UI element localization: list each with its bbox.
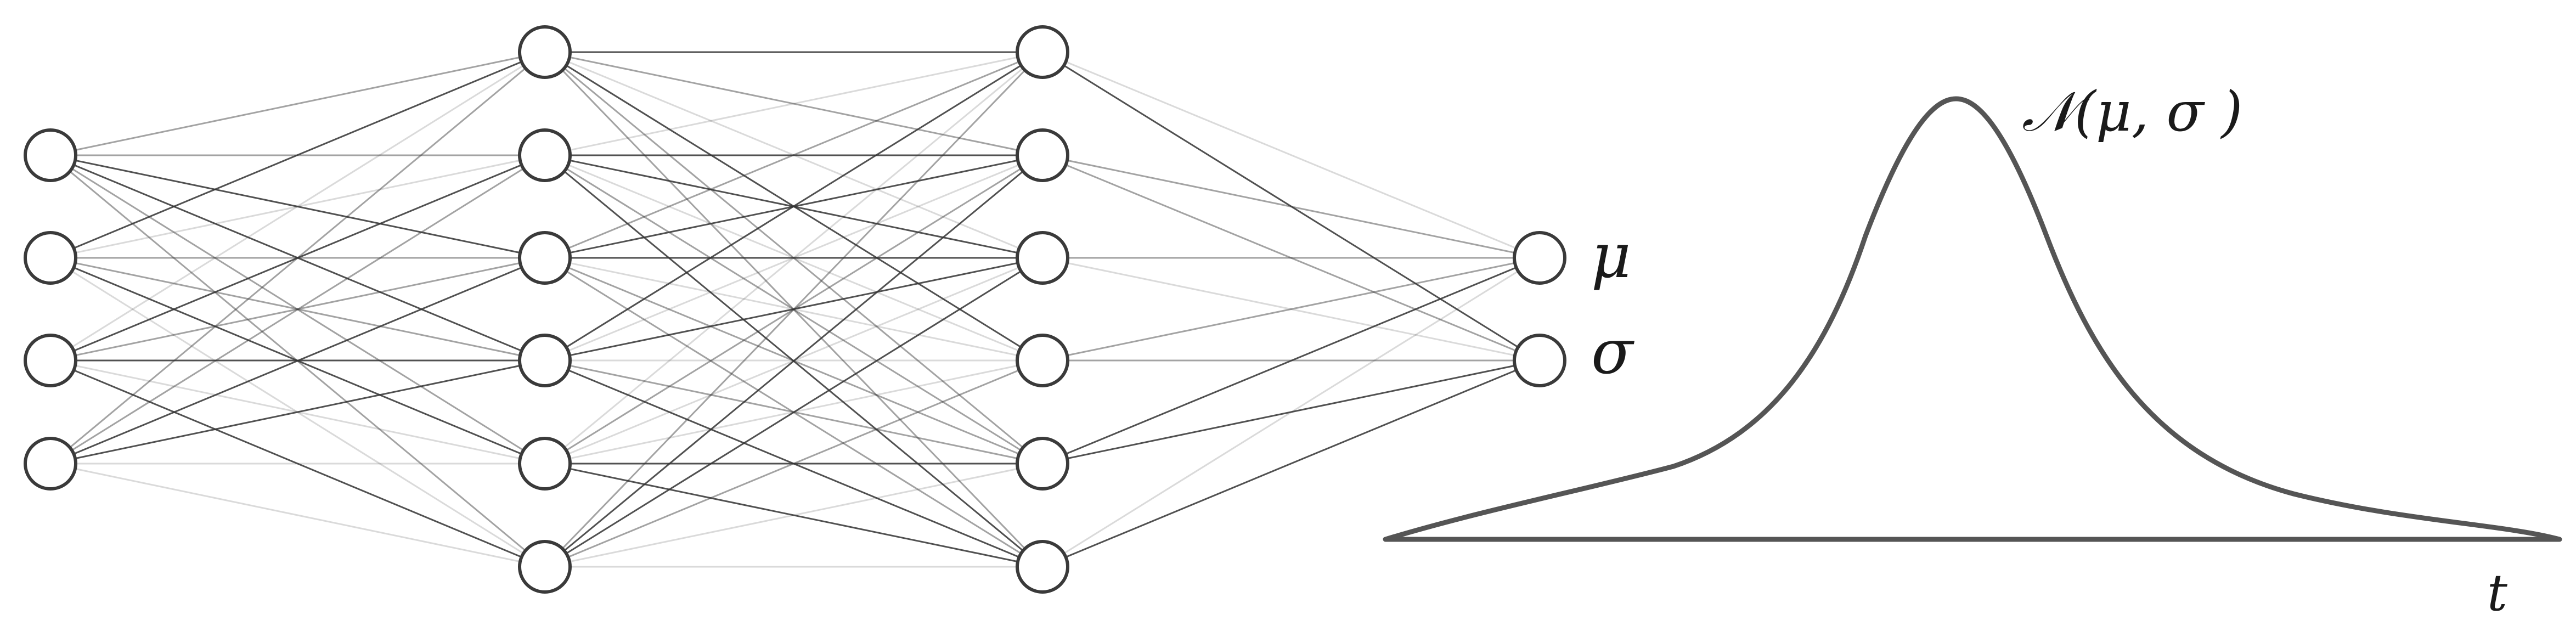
hidden-2-node-5 [1016, 540, 1069, 594]
connection-hidden-1-5-to-hidden-2-0 [544, 51, 1044, 568]
input-node-1 [24, 231, 77, 285]
connection-input-0-to-hidden-1-2 [50, 154, 545, 259]
connection-input-3-to-hidden-1-2 [50, 257, 545, 465]
hidden-2-node-3 [1016, 334, 1069, 387]
connection-hidden-2-2-to-output-1 [1042, 257, 1540, 362]
connection-input-0-to-hidden-1-0 [50, 51, 545, 156]
connection-hidden-1-4-to-hidden-2-0 [544, 51, 1043, 465]
output-node-0 [1513, 231, 1566, 285]
distribution-label: 𝒩(μ, σ ) [2022, 80, 2242, 144]
hidden-1-node-0 [518, 25, 572, 79]
connection-input-2-to-hidden-1-1 [50, 154, 545, 362]
hidden-2-node-1 [1016, 128, 1069, 182]
network-nodes [24, 25, 1566, 594]
gaussian-curve [1383, 96, 2562, 542]
connection-hidden-1-5-to-hidden-2-2 [544, 257, 1043, 568]
connection-input-3-to-hidden-1-0 [50, 51, 545, 465]
connection-hidden-2-0-to-output-0 [1042, 51, 1540, 259]
connection-hidden-2-1-to-output-1 [1042, 154, 1540, 362]
connection-hidden-2-1-to-output-0 [1042, 154, 1540, 259]
connection-hidden-2-4-to-output-0 [1042, 257, 1540, 465]
connection-input-3-to-hidden-1-1 [50, 154, 545, 465]
connection-hidden-2-4-to-output-1 [1042, 359, 1540, 465]
time-axis-label: t [2487, 563, 2508, 622]
output-label-sigma: σ [1591, 317, 1634, 388]
connection-input-3-to-hidden-1-5 [50, 463, 545, 568]
input-node-0 [24, 128, 77, 182]
connection-hidden-2-5-to-output-0 [1042, 257, 1540, 568]
connection-hidden-1-4-to-hidden-2-1 [544, 154, 1043, 465]
connection-input-2-to-hidden-1-5 [50, 359, 545, 568]
connection-input-2-to-hidden-1-2 [50, 257, 545, 362]
hidden-1-node-4 [518, 437, 572, 491]
input-node-2 [24, 334, 77, 387]
hidden-1-node-5 [518, 540, 572, 594]
input-node-3 [24, 437, 77, 491]
connection-hidden-1-3-to-hidden-2-2 [544, 257, 1043, 362]
connection-hidden-1-2-to-hidden-2-0 [544, 51, 1043, 259]
hidden-1-node-2 [518, 231, 572, 285]
connection-input-0-to-hidden-1-4 [50, 154, 545, 465]
connection-hidden-2-5-to-output-1 [1042, 359, 1540, 568]
connection-input-1-to-hidden-1-3 [50, 257, 545, 362]
connection-hidden-1-5-to-hidden-2-4 [544, 463, 1043, 568]
network-connections [50, 51, 1540, 568]
connection-hidden-2-3-to-output-0 [1042, 257, 1540, 362]
connection-hidden-1-0-to-hidden-2-1 [544, 51, 1043, 156]
hidden-1-node-3 [518, 334, 572, 387]
connection-input-3-to-hidden-1-3 [50, 359, 545, 465]
connection-hidden-1-5-to-hidden-2-3 [544, 359, 1043, 568]
output-label-mu: μ [1591, 221, 1631, 292]
connection-hidden-1-5-to-hidden-2-1 [544, 154, 1043, 568]
output-node-1 [1513, 334, 1566, 387]
hidden-2-node-2 [1016, 231, 1069, 285]
connection-hidden-2-0-to-output-1 [1042, 51, 1540, 362]
connection-hidden-1-3-to-hidden-2-1 [544, 154, 1043, 362]
connection-input-1-to-hidden-1-1 [50, 154, 545, 259]
connection-input-2-to-hidden-1-0 [50, 51, 545, 362]
hidden-2-node-4 [1016, 437, 1069, 491]
hidden-1-node-1 [518, 128, 572, 182]
hidden-2-node-0 [1016, 25, 1069, 79]
connection-hidden-1-4-to-hidden-2-5 [544, 463, 1043, 568]
connection-hidden-1-1-to-hidden-2-0 [544, 51, 1043, 156]
connection-input-1-to-hidden-1-0 [50, 51, 545, 259]
connection-hidden-1-3-to-hidden-2-0 [544, 51, 1043, 362]
